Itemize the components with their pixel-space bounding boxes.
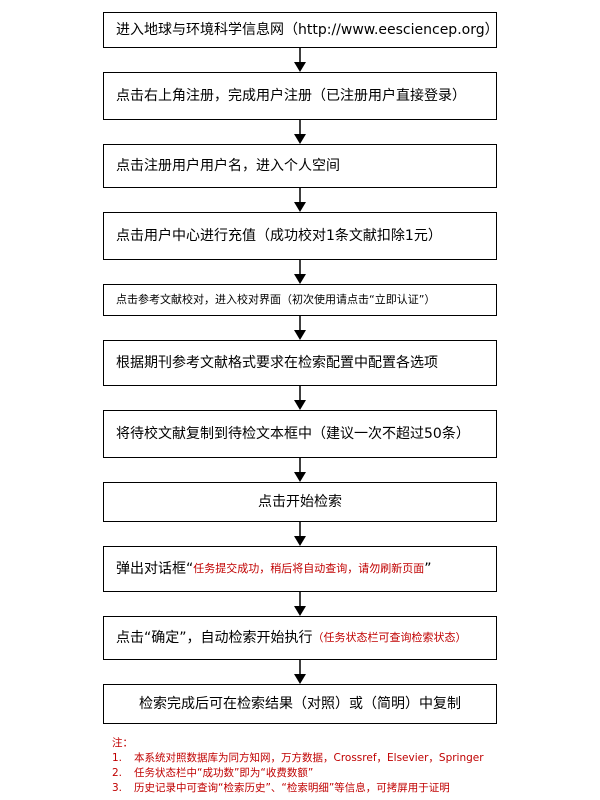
step-text: 检索完成后可在检索结果（对照）或（简明）中复制 xyxy=(139,695,461,712)
flow-step-6: 根据期刊参考文献格式要求在检索配置中配置各选项 xyxy=(103,340,497,386)
notes: 注： 1. 本系统对照数据库为同方知网，万方数据，Crossref，Elsevi… xyxy=(112,736,592,796)
step-text: 点击注册用户用户名，进入个人空间 xyxy=(116,157,340,174)
flow-step-7: 将待校文献复制到待检文本框中（建议一次不超过50条） xyxy=(103,410,497,458)
step-highlight: （任务状态栏可查询检索状态） xyxy=(312,631,467,645)
arrow-down-icon xyxy=(294,48,306,72)
notes-title: 注： xyxy=(112,737,133,749)
step-text: 点击用户中心进行充值（成功校对1条文献扣除1元） xyxy=(116,227,442,244)
arrow-down-icon xyxy=(294,592,306,616)
flow-step-10: 点击“确定”，自动检索开始执行（任务状态栏可查询检索状态） xyxy=(103,616,497,660)
note-item: 3. 历史记录中可查询“检索历史”、“检索明细”等信息，可拷屏用于证明 xyxy=(112,781,592,796)
note-item: 2. 任务状态栏中“成功数”即为“收费数额” xyxy=(112,766,592,781)
flow-step-2: 点击右上角注册，完成用户注册（已注册用户直接登录） xyxy=(103,72,497,120)
step-text: 点击开始检索 xyxy=(258,493,342,510)
arrow-down-icon xyxy=(294,522,306,546)
note-number: 2. xyxy=(112,767,123,779)
note-text: 本系统对照数据库为同方知网，万方数据，Crossref，Elsevier，Spr… xyxy=(134,752,484,764)
flow-step-9: 弹出对话框“任务提交成功，稍后将自动查询，请勿刷新页面” xyxy=(103,546,497,592)
step-text: 根据期刊参考文献格式要求在检索配置中配置各选项 xyxy=(116,354,438,371)
step-text: 进入地球与环境科学信息网（http://www.eesciencep.org） xyxy=(116,21,499,38)
arrow-down-icon xyxy=(294,660,306,684)
note-number: 3. xyxy=(112,782,123,794)
step-text: 点击参考文献校对，进入校对界面（初次使用请点击“立即认证”） xyxy=(116,293,436,307)
flow-step-11: 检索完成后可在检索结果（对照）或（简明）中复制 xyxy=(103,684,497,724)
note-text: 历史记录中可查询“检索历史”、“检索明细”等信息，可拷屏用于证明 xyxy=(134,782,450,794)
arrow-down-icon xyxy=(294,316,306,340)
step-text: 点击右上角注册，完成用户注册（已注册用户直接登录） xyxy=(116,87,466,104)
note-item: 1. 本系统对照数据库为同方知网，万方数据，Crossref，Elsevier，… xyxy=(112,751,592,766)
flow-step-3: 点击注册用户用户名，进入个人空间 xyxy=(103,144,497,188)
arrow-down-icon xyxy=(294,188,306,212)
arrow-down-icon xyxy=(294,386,306,410)
note-number: 1. xyxy=(112,752,123,764)
step-text: 点击“确定”，自动检索开始执行 xyxy=(116,629,313,646)
step-text: 弹出对话框“ xyxy=(116,560,194,577)
flow-step-5: 点击参考文献校对，进入校对界面（初次使用请点击“立即认证”） xyxy=(103,284,497,316)
arrow-down-icon xyxy=(294,120,306,144)
step-highlight: 任务提交成功，稍后将自动查询，请勿刷新页面 xyxy=(193,562,425,576)
arrow-down-icon xyxy=(294,260,306,284)
flow-step-1: 进入地球与环境科学信息网（http://www.eesciencep.org） xyxy=(103,12,499,48)
flow-step-8: 点击开始检索 xyxy=(103,482,497,522)
flow-step-4: 点击用户中心进行充值（成功校对1条文献扣除1元） xyxy=(103,212,497,260)
step-text: 将待校文献复制到待检文本框中（建议一次不超过50条） xyxy=(116,425,470,442)
step-text-tail: ” xyxy=(424,560,432,577)
arrow-down-icon xyxy=(294,458,306,482)
note-text: 任务状态栏中“成功数”即为“收费数额” xyxy=(134,767,314,779)
